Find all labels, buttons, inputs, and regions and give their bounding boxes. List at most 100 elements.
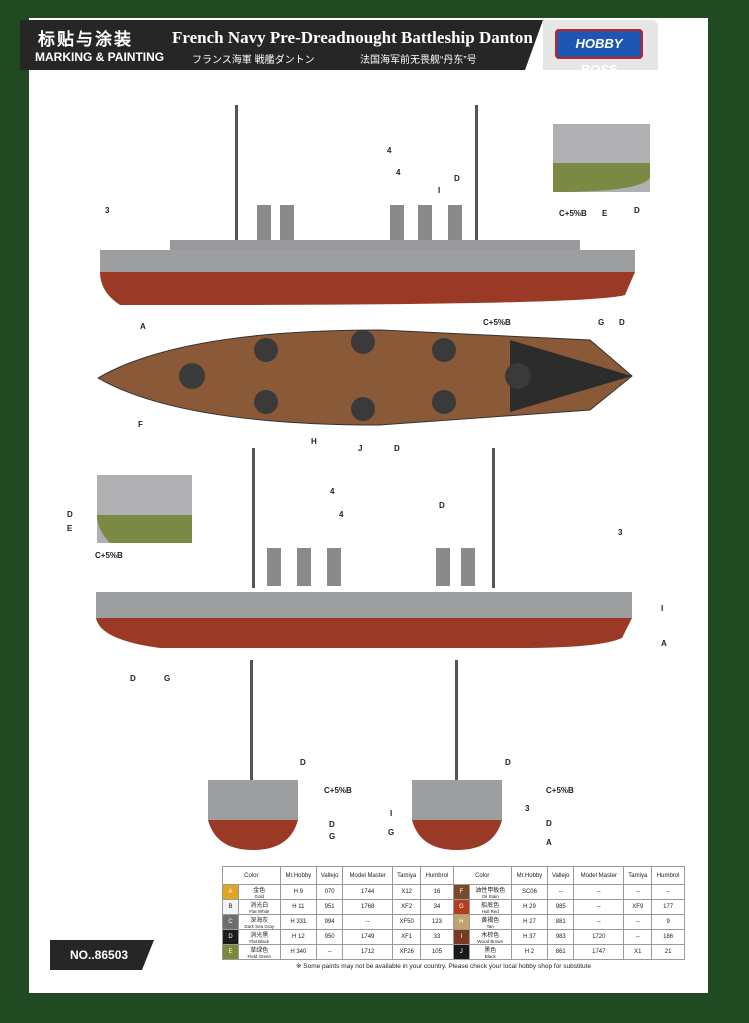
header-dark-band xyxy=(20,20,543,70)
right-tamiya: -- xyxy=(623,884,653,900)
right-code: I xyxy=(452,929,470,945)
right-mrhobby: H 2 xyxy=(510,944,549,960)
th-color: Color xyxy=(452,866,512,885)
right-en: Black xyxy=(484,954,496,959)
label-3: 3 xyxy=(525,804,530,813)
right-tamiya: -- xyxy=(623,914,653,930)
right-humbrol: 21 xyxy=(651,944,685,960)
left-mrhobby: H 9 xyxy=(279,884,318,900)
right-humbrol: 9 xyxy=(651,914,685,930)
left-vallejo: 070 xyxy=(316,884,344,900)
label-D: D xyxy=(130,674,136,683)
left-en: Flat Black xyxy=(249,939,270,944)
right-modelmaster: -- xyxy=(573,914,625,930)
label-cfb: C+5%B xyxy=(324,786,352,795)
th-vallejo: Vallejo xyxy=(316,866,344,885)
left-code: D xyxy=(222,929,239,945)
left-humbrol: 105 xyxy=(420,944,454,960)
jp-title: フランス海軍 戦艦ダントン xyxy=(192,55,315,66)
label-G: G xyxy=(598,318,605,327)
left-humbrol: 33 xyxy=(420,929,454,945)
right-en: Hull Red xyxy=(481,909,499,914)
label-cfb: C+5%B xyxy=(559,209,587,218)
th-humbrol: Humbrol xyxy=(420,866,454,885)
left-code: E xyxy=(222,944,239,960)
right-modelmaster: 1720 xyxy=(573,929,625,945)
header-bar: 标贴与涂装 MARKING & PAINTING French Navy Pre… xyxy=(20,20,658,77)
left-en: Gold xyxy=(254,894,265,899)
left-vallejo: 951 xyxy=(316,899,344,915)
right-zh: 船底色 xyxy=(481,903,500,909)
label-D: D xyxy=(546,819,552,828)
label-D: D xyxy=(439,501,445,510)
label-4: 4 xyxy=(387,146,392,155)
right-tamiya: -- xyxy=(623,929,653,945)
right-mrhobby: H 27 xyxy=(510,914,549,930)
right-zh: 油性甲板色 xyxy=(475,888,506,894)
label-I: I xyxy=(661,604,664,613)
right-mrhobby: H 29 xyxy=(510,899,549,915)
right-code: F xyxy=(452,884,470,900)
right-humbrol: -- xyxy=(651,884,685,900)
right-mrhobby: SC06 xyxy=(510,884,549,900)
left-en: Field Green xyxy=(247,954,272,959)
right-en: Tan xyxy=(486,924,494,929)
label-I: I xyxy=(390,809,393,818)
left-humbrol: 123 xyxy=(420,914,454,930)
label-H: H xyxy=(311,437,317,446)
right-mrhobby: H 37 xyxy=(510,929,549,945)
zh-title: 标贴与涂装 xyxy=(38,30,133,49)
left-code: B xyxy=(222,899,239,915)
label-4: 4 xyxy=(330,487,335,496)
th-mrhobby: Mr.Hobby xyxy=(510,866,549,885)
label-F: F xyxy=(138,420,143,429)
label-D: D xyxy=(634,206,640,215)
right-zh: 木棕色 xyxy=(481,933,500,939)
right-modelmaster: 1747 xyxy=(573,944,625,960)
label-D: D xyxy=(619,318,625,327)
hobbyboss-logo: HOBBY BOSS xyxy=(555,29,643,77)
th-tamiya: Tamiya xyxy=(392,866,422,885)
label-E: E xyxy=(67,524,73,533)
right-en: Oil Stain xyxy=(481,894,499,899)
right-code: J xyxy=(452,944,470,960)
label-D: D xyxy=(300,758,306,767)
label-G: G xyxy=(164,674,171,683)
left-tamiya: XF1 xyxy=(392,929,422,945)
right-code: H xyxy=(452,914,470,930)
left-humbrol: 16 xyxy=(420,884,454,900)
left-zh: 消光黑 xyxy=(250,933,269,939)
left-modelmaster: 1749 xyxy=(342,929,394,945)
top-view xyxy=(97,329,633,426)
right-vallejo: 861 xyxy=(547,944,575,960)
label-J: J xyxy=(358,444,363,453)
left-mrhobby: H 331 xyxy=(279,914,318,930)
right-modelmaster: -- xyxy=(573,899,625,915)
right-vallejo: 881 xyxy=(547,914,575,930)
label-D: D xyxy=(394,444,400,453)
label-D: D xyxy=(329,820,335,829)
right-zh: 黑色 xyxy=(484,948,497,954)
cn-name: 法国海军前无畏舰“丹东”号 xyxy=(360,55,477,66)
paint-table: Color Mr.Hobby Vallejo Model Master Tami… xyxy=(222,866,685,960)
left-vallejo: -- xyxy=(316,944,344,960)
label-G: G xyxy=(329,832,336,841)
left-zh: 深海灰 xyxy=(250,918,269,924)
right-vallejo: 985 xyxy=(547,899,575,915)
th-modelmaster: Model Master xyxy=(342,866,394,885)
label-E: E xyxy=(602,209,608,218)
right-humbrol: 177 xyxy=(651,899,685,915)
label-D: D xyxy=(505,758,511,767)
left-zh: 草绿色 xyxy=(250,948,269,954)
